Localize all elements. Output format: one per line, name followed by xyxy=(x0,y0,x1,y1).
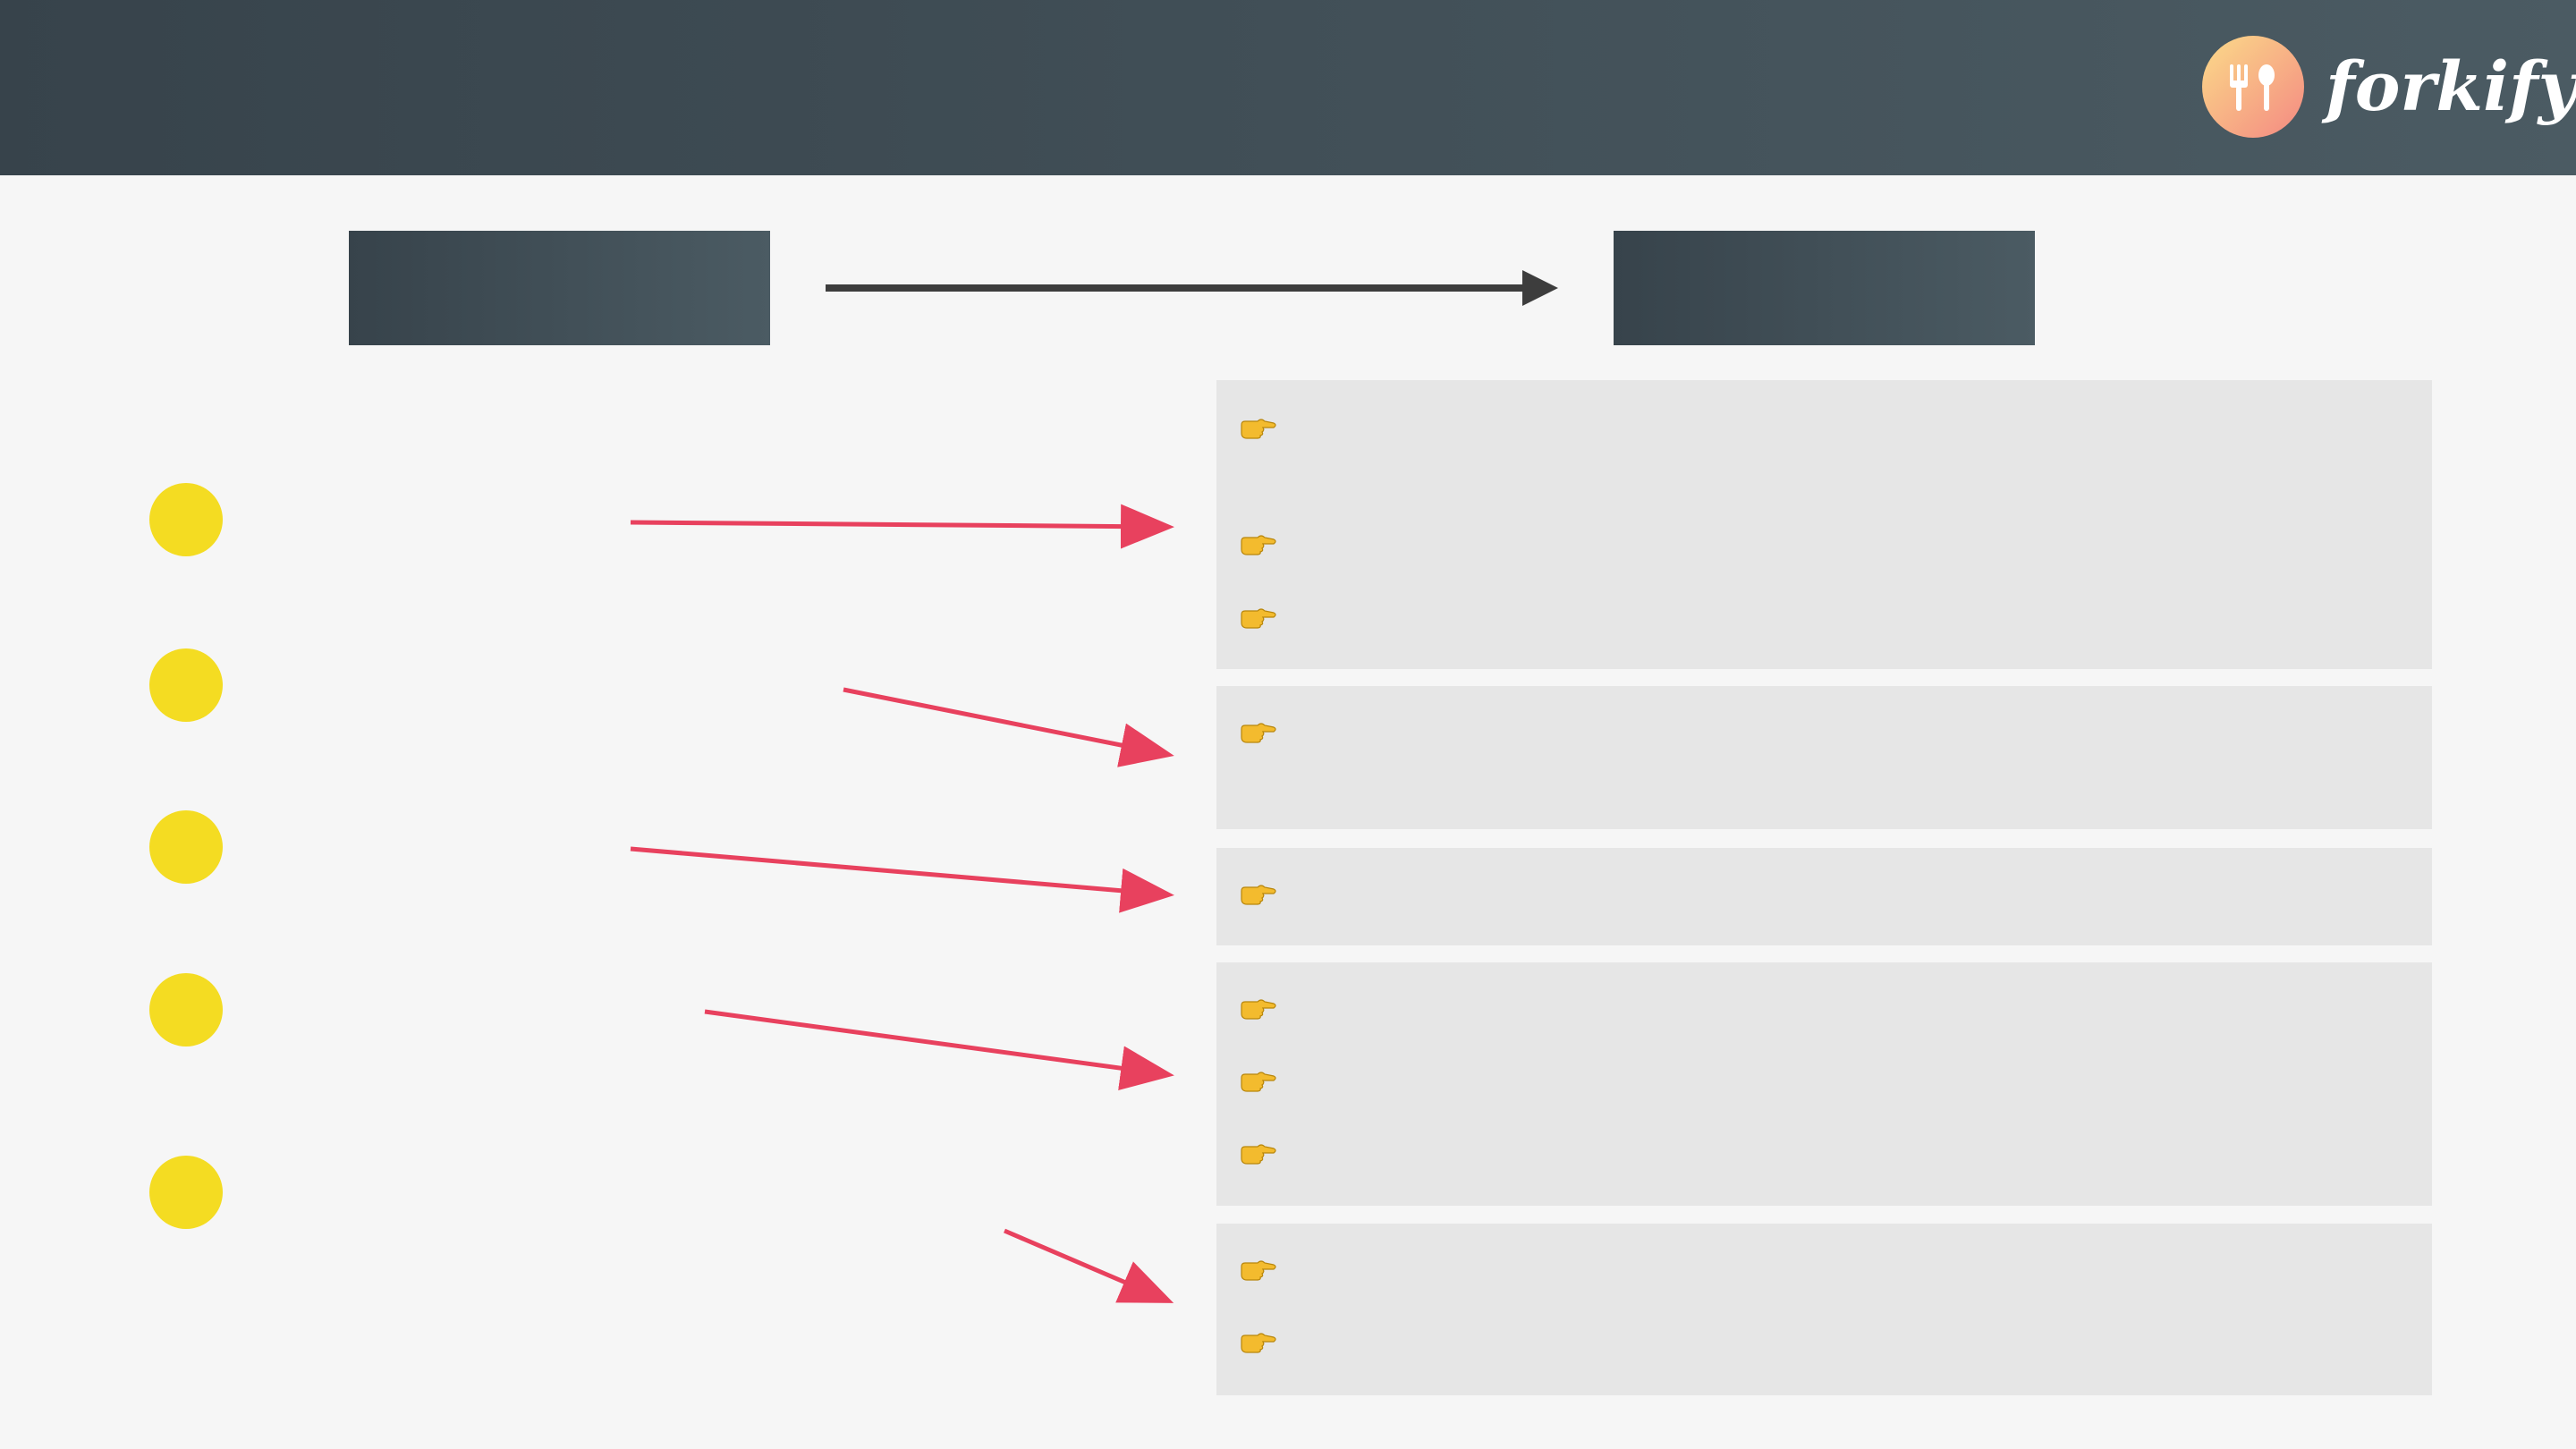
pointing-hand-icon xyxy=(1238,1258,1277,1283)
right-column-box xyxy=(1614,231,2035,345)
pointing-hand-icon xyxy=(1238,606,1277,631)
row-5-dot xyxy=(149,1156,223,1229)
row-3-arrow xyxy=(630,846,1174,913)
row-1-dot xyxy=(149,483,223,556)
pointing-hand-icon xyxy=(1238,1069,1277,1094)
pointing-hand-icon xyxy=(1238,882,1277,907)
pointing-hand-icon xyxy=(1238,1141,1277,1166)
pointing-hand-icon xyxy=(1238,1330,1277,1355)
pointing-hand-icon xyxy=(1238,720,1277,745)
row-2-arrow xyxy=(843,687,1174,767)
logo-badge xyxy=(2202,36,2304,138)
row-4-dot xyxy=(149,973,223,1046)
header-bar: forkify xyxy=(0,0,2576,175)
fork-spoon-icon xyxy=(2230,64,2275,111)
pointing-hand-icon xyxy=(1238,416,1277,441)
row-3-dot xyxy=(149,810,223,884)
brand-logo-text: forkify xyxy=(2326,47,2576,126)
panel-4 xyxy=(1216,962,2432,1206)
panel-3 xyxy=(1216,848,2432,945)
panel-1 xyxy=(1216,380,2432,669)
main-flow-arrow xyxy=(826,270,1558,306)
row-5-arrow xyxy=(1004,1228,1174,1303)
panel-5 xyxy=(1216,1224,2432,1395)
pointing-hand-icon xyxy=(1238,996,1277,1021)
left-column-box xyxy=(349,231,770,345)
row-4-arrow xyxy=(704,1009,1174,1091)
row-1-arrow xyxy=(630,504,1174,549)
pointing-hand-icon xyxy=(1238,532,1277,557)
panel-2 xyxy=(1216,686,2432,829)
row-2-dot xyxy=(149,648,223,722)
